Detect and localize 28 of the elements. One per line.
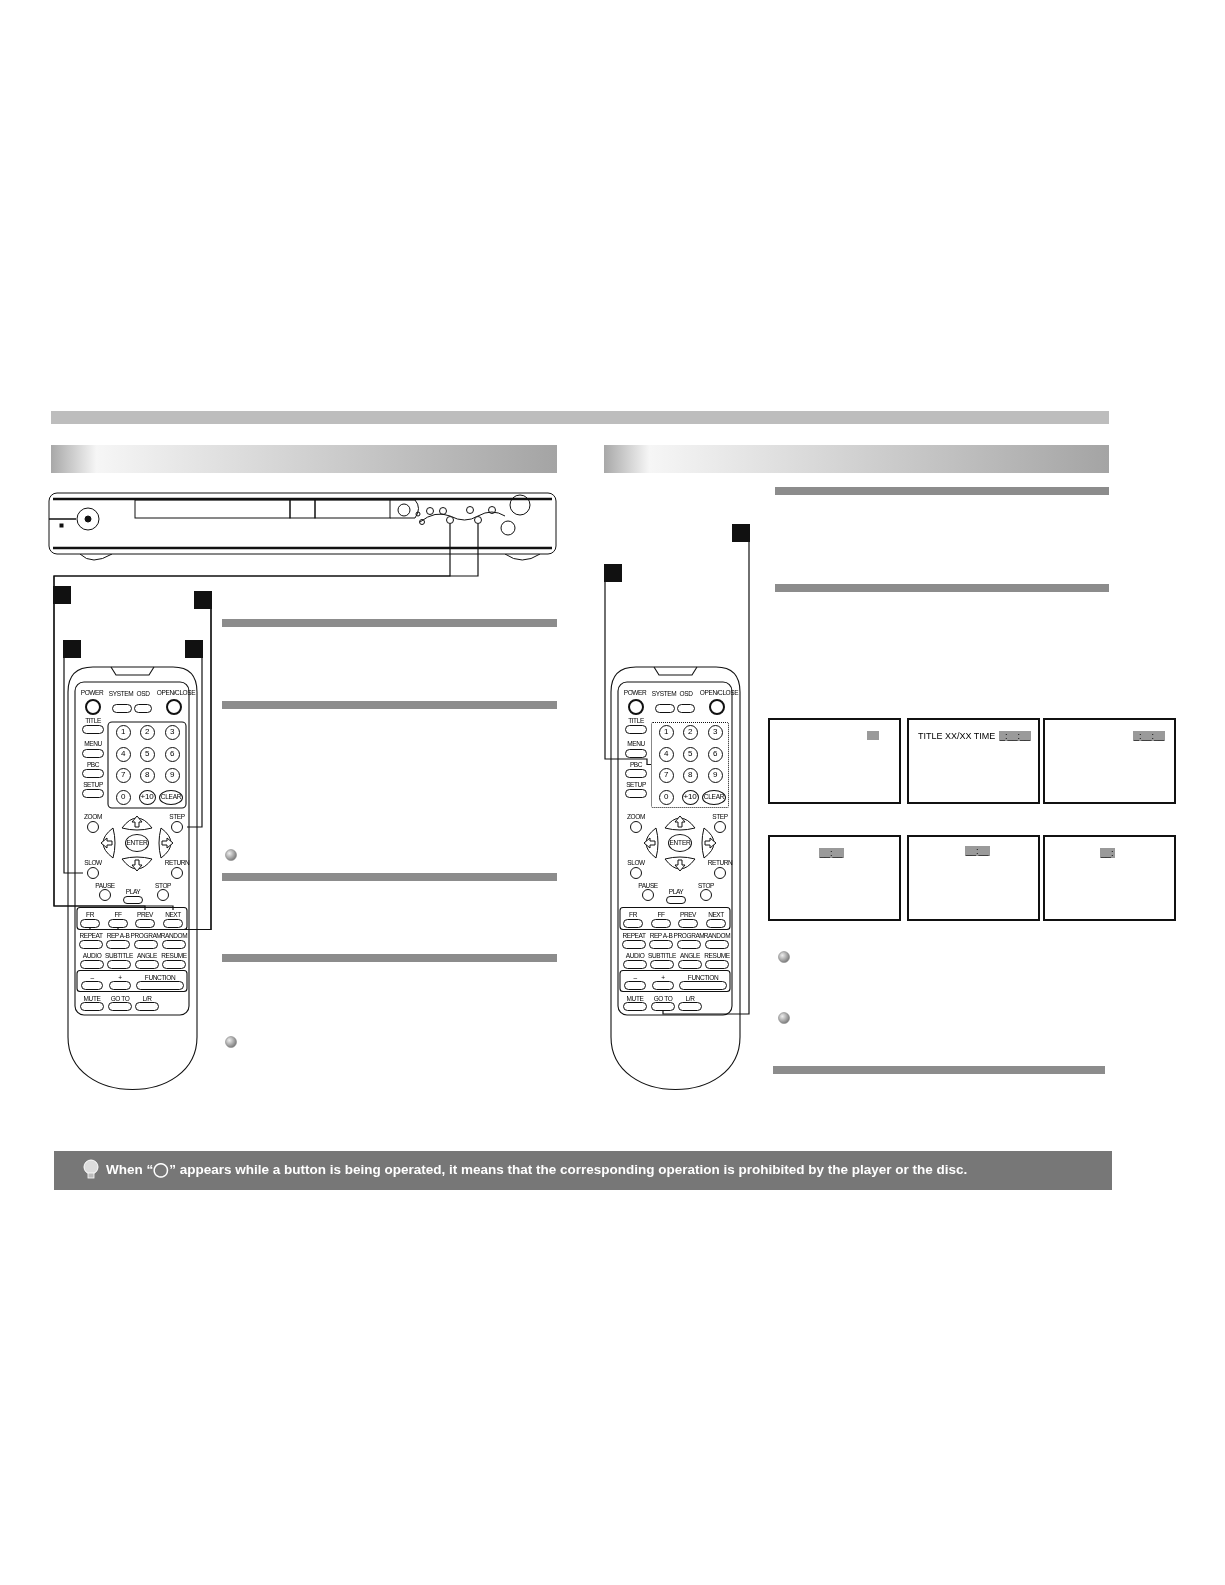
leader-line [53, 603, 174, 911]
osd-screen [1043, 835, 1176, 921]
note-band [54, 1151, 1112, 1190]
leader-line [662, 541, 750, 1015]
osd-screen [768, 718, 901, 804]
leader-line [117, 608, 212, 931]
leader-line [186, 657, 203, 828]
callout-square [185, 640, 203, 658]
osd-screen [1043, 718, 1176, 804]
callout-square [194, 591, 212, 609]
time-display: __:__ [819, 848, 844, 858]
callout-square [732, 524, 750, 542]
leader-line [63, 657, 84, 874]
osd-screen [907, 835, 1040, 921]
leader-line [604, 581, 652, 766]
time-display: _:__:__ [1133, 731, 1166, 741]
player-button [474, 516, 482, 524]
time-display: __: [1100, 848, 1115, 858]
time-display: _:__:__ [999, 731, 1032, 741]
callout-square [63, 640, 81, 658]
note-text: When “◯” appears while a button is being operated, it means that the corresponding operation is prohibited by the player or the disc. [106, 1162, 968, 1178]
osd-screen [907, 718, 1040, 804]
player-button [446, 516, 454, 524]
callout-square [53, 586, 71, 604]
osd-screen [768, 835, 901, 921]
osd-text: TITLE XX/XX TIME [917, 731, 997, 741]
time-display: __:__ [965, 846, 990, 856]
callout-square [604, 564, 622, 582]
